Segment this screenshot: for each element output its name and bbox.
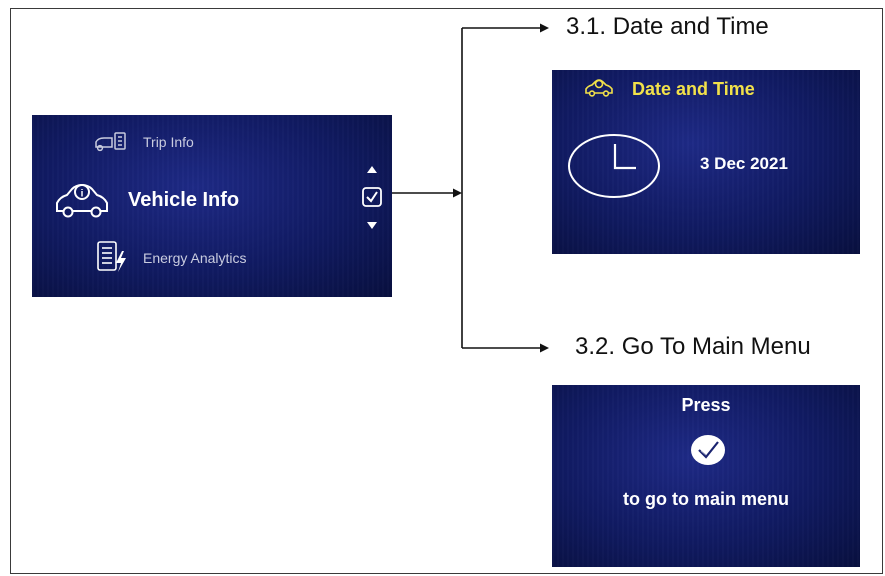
caption-date-and-time: 3.1. Date and Time <box>566 13 769 40</box>
svg-text:i: i <box>81 189 84 200</box>
vehicle-info-icon <box>585 79 613 97</box>
menu-item-energy-analytics[interactable]: Energy Analytics <box>143 250 247 266</box>
vehicle-info-icon: i <box>56 183 108 218</box>
date-value: 3 Dec 2021 <box>700 154 788 173</box>
arrowhead-datetime <box>540 23 549 33</box>
trip-info-icon <box>95 132 126 152</box>
arrowhead-split <box>453 188 462 198</box>
go-to-main-menu-text: to go to main menu <box>623 489 789 509</box>
date-and-time-screen: Date and Time 3 Dec 2021 <box>552 70 860 254</box>
clock-icon <box>568 134 660 198</box>
vehicle-menu-screen: Trip Info i Vehicle Info Energy Analytic… <box>32 115 392 297</box>
menu-item-vehicle-info[interactable]: Vehicle Info <box>128 189 240 211</box>
press-text: Press <box>681 395 731 415</box>
energy-analytics-icon <box>97 241 126 272</box>
down-arrow-icon <box>367 222 377 229</box>
menu-item-trip-info[interactable]: Trip Info <box>143 134 194 150</box>
date-time-title: Date and Time <box>632 79 755 99</box>
check-button-icon <box>691 435 725 465</box>
go-to-main-menu-screen: Press to go to main menu <box>552 385 860 567</box>
up-arrow-icon <box>367 166 377 173</box>
menu-controls <box>362 166 382 229</box>
checkbox-icon <box>362 187 382 207</box>
arrowhead-mainmenu <box>540 343 549 353</box>
caption-go-to-main-menu: 3.2. Go To Main Menu <box>575 333 811 360</box>
